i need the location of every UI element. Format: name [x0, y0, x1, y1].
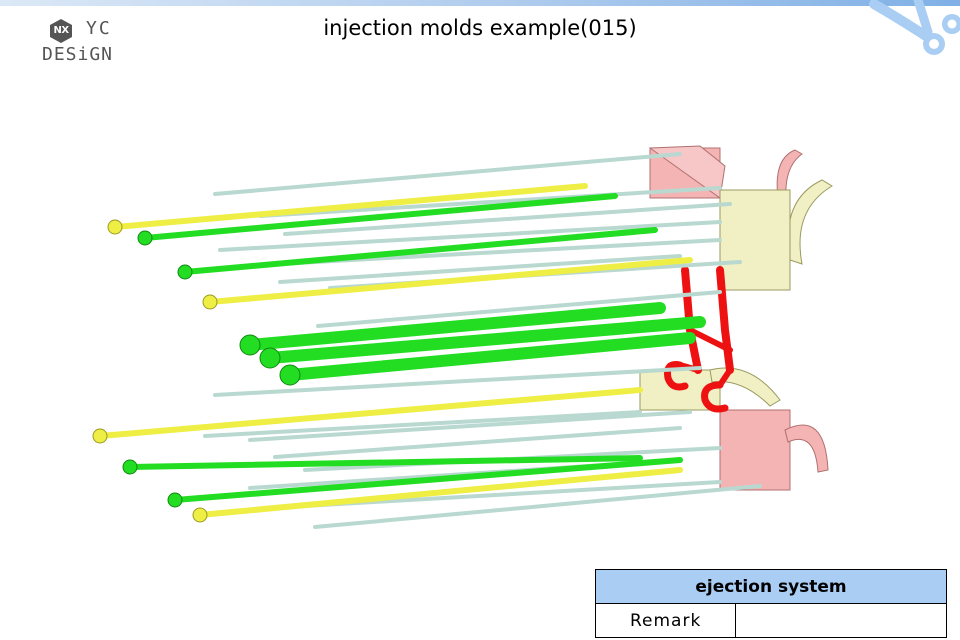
remark-value — [735, 603, 947, 638]
info-table-header: ejection system — [595, 569, 947, 604]
green-pin-heads — [122, 230, 301, 508]
logo-badge-text: NX — [53, 25, 69, 36]
page-title: injection molds example(015) — [323, 16, 637, 40]
part-pink-bottom — [719, 409, 829, 491]
yc-design-logo: NX YC DESiGN — [40, 14, 140, 68]
runner-system — [664, 266, 734, 413]
logo-line2: DESiGN — [42, 44, 114, 65]
top-accent-bar — [0, 0, 960, 6]
info-table: ejection system Remark — [594, 569, 947, 638]
yellow-ejector-pins — [97, 183, 693, 518]
yellow-pin-heads — [92, 219, 218, 523]
scissors-icon — [869, 0, 960, 55]
nx-hexagon-icon — [50, 19, 72, 43]
part-cream-top — [719, 179, 833, 291]
green-ejector-pins — [127, 193, 706, 503]
mold-3d-viewport[interactable] — [80, 130, 860, 550]
remark-label: Remark — [594, 603, 737, 638]
logo-line1: YC — [86, 18, 112, 39]
